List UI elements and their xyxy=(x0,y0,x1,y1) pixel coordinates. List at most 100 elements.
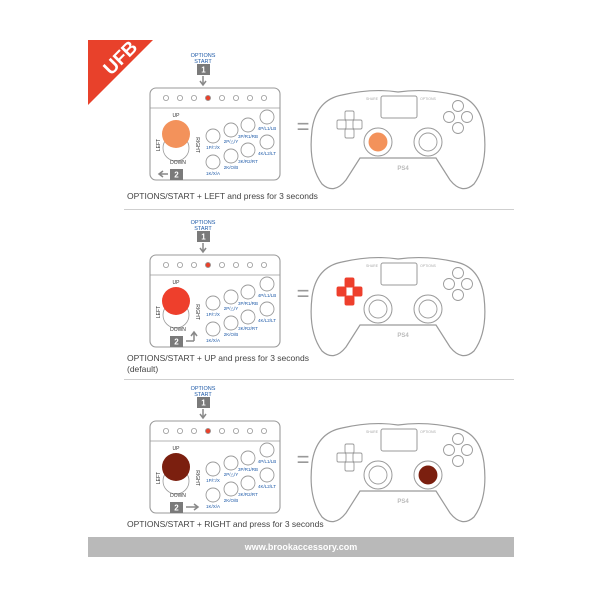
step-1-number: 1 xyxy=(201,233,206,242)
action-button-label: 1K/X/A xyxy=(206,338,220,343)
dpad-button xyxy=(352,119,363,130)
dpad-button xyxy=(336,452,347,463)
dpad-button xyxy=(352,286,363,297)
right-thumbstick xyxy=(418,465,438,485)
action-button-label: 4K/L2/LT xyxy=(258,151,276,156)
dpad-button xyxy=(336,119,347,130)
options-label: OPTIONS xyxy=(191,53,216,59)
joystick-ball xyxy=(162,453,190,481)
down-arrow-icon xyxy=(199,409,207,420)
action-button-label: 1K/X/A xyxy=(206,504,220,509)
face-button xyxy=(443,111,455,123)
options-label: OPTIONS xyxy=(191,220,216,226)
face-button xyxy=(452,122,464,134)
step-1-box xyxy=(197,231,210,242)
action-button-label: 4P/L1/LB xyxy=(258,459,277,464)
action-button xyxy=(205,295,221,311)
dpad-button xyxy=(336,286,347,297)
direction-up: UP xyxy=(173,446,181,452)
direction-down: DOWN xyxy=(170,327,186,333)
ps4-label: PS4 xyxy=(397,499,409,505)
joystick-ball xyxy=(162,287,190,315)
up-arrow-icon xyxy=(186,330,198,342)
function-button xyxy=(190,95,197,102)
divider-1 xyxy=(124,209,514,210)
face-button xyxy=(461,444,473,456)
action-button xyxy=(259,301,275,317)
ufb-badge: UFB Universal Fighting Board xyxy=(88,37,155,105)
step-1-box xyxy=(197,397,210,408)
function-button xyxy=(246,428,253,435)
options-controller-label: OPTIONS xyxy=(420,264,436,268)
step-2-box xyxy=(170,169,183,180)
ps4-controller-body xyxy=(310,422,486,523)
action-button xyxy=(240,309,256,325)
function-button xyxy=(232,262,239,269)
direction-up: UP xyxy=(173,280,181,286)
direction-right: RIGHT xyxy=(194,304,200,320)
action-button xyxy=(205,321,221,337)
left-thumbstick xyxy=(368,299,388,319)
function-button xyxy=(218,262,225,269)
action-button-label: 3K/R2/RT xyxy=(238,492,258,497)
touchpad xyxy=(380,95,418,119)
action-button-label: 4K/L2/LT xyxy=(258,318,276,323)
action-button-label: 2K/O/B xyxy=(224,332,239,337)
function-button xyxy=(260,95,267,102)
function-button xyxy=(246,262,253,269)
action-button xyxy=(205,461,221,477)
dpad-button xyxy=(344,277,355,288)
function-button xyxy=(218,428,225,435)
function-button xyxy=(162,95,169,102)
share-label: SHARE xyxy=(366,430,379,434)
action-button-label: 4P/L1/LB xyxy=(258,126,277,131)
options-controller-label: OPTIONS xyxy=(420,97,436,101)
face-button xyxy=(452,289,464,301)
action-button-label: 2P/△/Y xyxy=(224,306,238,311)
touchpad xyxy=(380,262,418,286)
action-button xyxy=(259,442,275,458)
face-button xyxy=(461,278,473,290)
action-button xyxy=(259,467,275,483)
action-button xyxy=(240,142,256,158)
left-thumbstick xyxy=(368,465,388,485)
action-button-label: 1K/X/A xyxy=(206,171,220,176)
right-thumbstick xyxy=(418,299,438,319)
function-button xyxy=(232,95,239,102)
share-label: SHARE xyxy=(366,97,379,101)
direction-down: DOWN xyxy=(170,160,186,166)
start-label: START xyxy=(194,392,212,398)
instruction-text: OPTIONS/START + LEFT and press for 3 sec… xyxy=(127,191,318,201)
panel-left: OPTIONSSTART1UPLEFTDOWNRIGHT4P/L1/LB3P/R… xyxy=(149,53,486,190)
ps4-label: PS4 xyxy=(397,166,409,172)
start-label: START xyxy=(194,226,212,232)
function-button xyxy=(260,428,267,435)
panel-right: OPTIONSSTART1UPLEFTDOWNRIGHT4P/L1/LB3P/R… xyxy=(149,386,486,523)
action-button xyxy=(223,289,239,305)
action-button-label: 3K/R2/RT xyxy=(238,159,258,164)
instruction-text: OPTIONS/START + RIGHT and press for 3 se… xyxy=(127,519,324,529)
step-2-number: 2 xyxy=(174,171,179,180)
action-button-label: 1P/□/X xyxy=(206,145,220,150)
touchpad xyxy=(380,428,418,452)
action-button-label: 3P/R1/RB xyxy=(238,301,258,306)
right-arrow-icon xyxy=(186,503,200,511)
function-button xyxy=(162,262,169,269)
options-button xyxy=(204,95,211,102)
share-label: SHARE xyxy=(366,264,379,268)
equals-sign: = xyxy=(297,114,310,139)
action-button xyxy=(205,128,221,144)
footer-website[interactable]: www.brookaccessory.com xyxy=(88,537,514,557)
action-button xyxy=(240,475,256,491)
dpad-button xyxy=(344,443,355,454)
ps4-controller-body xyxy=(310,256,486,357)
step-1-box xyxy=(197,64,210,75)
direction-right: RIGHT xyxy=(194,470,200,486)
instruction-text: OPTIONS/START + UP and press for 3 secon… xyxy=(127,353,309,363)
action-button-label: 1P/□/X xyxy=(206,478,220,483)
ps4-label: PS4 xyxy=(397,333,409,339)
options-controller-label: OPTIONS xyxy=(420,430,436,434)
function-button xyxy=(176,262,183,269)
